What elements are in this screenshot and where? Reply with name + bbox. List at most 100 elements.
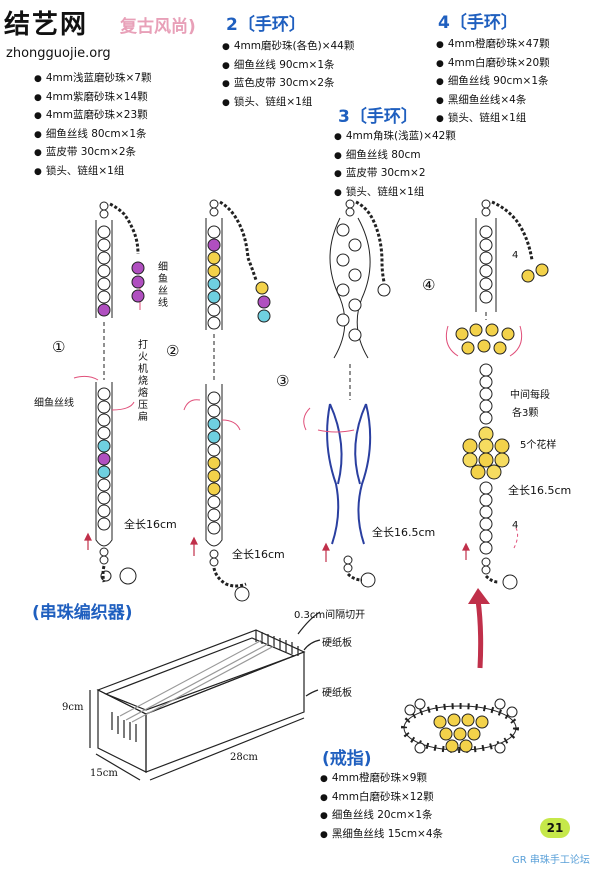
annotation-four-top: 4	[512, 250, 519, 261]
annotation-five-patterns: 5个花样	[520, 440, 557, 451]
annotation-four-bottom: 4	[512, 520, 519, 531]
bead	[414, 698, 426, 710]
section1-title: 复古风尚)	[120, 17, 196, 37]
length-label-4: 全长16.5cm	[508, 484, 572, 497]
list-item: 4mm浅蓝磨砂珠×7颗	[34, 70, 152, 89]
bead	[97, 225, 111, 239]
bead	[479, 411, 493, 425]
bead	[348, 268, 362, 282]
section3-title: 3〔手环〕	[338, 107, 418, 127]
list-item: 蓝色皮带 30cm×2条	[222, 75, 354, 94]
bead	[485, 323, 499, 337]
length-label-1: 全长16cm	[124, 518, 177, 531]
direction-arrows	[84, 532, 470, 562]
page-number-badge: 21	[540, 818, 570, 838]
bead	[479, 399, 493, 413]
section2-materials: 4mm磨砂珠(各色)×44颗 细鱼丝线 90cm×1条 蓝色皮带 30cm×2条…	[222, 38, 355, 112]
ring-illustration	[401, 703, 519, 753]
list-item: 细鱼丝线 20cm×1条	[320, 807, 443, 826]
dimension-height: 9cm	[62, 702, 84, 713]
bead	[97, 465, 111, 479]
bead	[207, 251, 221, 265]
bead	[521, 269, 535, 283]
list-item: 4mm白磨砂珠×20颗	[436, 55, 550, 74]
annotation-three-each: 各3颗	[512, 408, 539, 419]
bead	[97, 290, 111, 304]
bead	[207, 456, 221, 470]
bead	[462, 452, 478, 468]
bead	[207, 521, 221, 535]
bead	[479, 238, 493, 252]
bracelet-4-illustration	[445, 199, 534, 590]
step-number-2: ②	[166, 342, 180, 360]
bead	[461, 713, 475, 727]
bead	[479, 505, 493, 519]
section3-materials: 4mm角珠(浅蓝)×42颗 细鱼丝线 80cm 蓝皮带 30cm×2 锁头、链组…	[334, 128, 456, 202]
bead	[207, 417, 221, 431]
list-item: 蓝皮带 30cm×2	[334, 165, 456, 184]
annotation-lighter: 打火机烧熔压扁	[138, 340, 148, 423]
bead	[479, 225, 493, 239]
bead	[447, 713, 461, 727]
bead	[207, 469, 221, 483]
bead	[475, 715, 489, 729]
bead	[479, 387, 493, 401]
bead	[404, 704, 416, 716]
bead	[255, 281, 269, 295]
bracelet-3-illustration	[303, 199, 386, 588]
bead	[439, 727, 453, 741]
list-item: 4mm白磨砂珠×12颗	[320, 789, 443, 808]
bracelet-2-beads	[207, 225, 271, 535]
bead	[336, 283, 350, 297]
bead	[479, 251, 493, 265]
site-logo-text: 结艺网	[4, 10, 89, 40]
bead	[535, 263, 549, 277]
list-item: 4mm蓝磨砂珠×23颗	[34, 107, 151, 126]
bead	[97, 504, 111, 518]
bead	[506, 706, 518, 718]
bead	[494, 742, 506, 754]
bead-loom-illustration	[89, 611, 321, 781]
step-number-3: ③	[276, 372, 290, 390]
bead	[207, 495, 221, 509]
bead	[455, 327, 469, 341]
bead	[97, 478, 111, 492]
bead	[207, 391, 221, 405]
list-item: 4mm角珠(浅蓝)×42颗	[334, 128, 456, 147]
bead	[348, 328, 362, 342]
bead	[97, 251, 111, 265]
bead	[97, 387, 111, 401]
bead	[97, 238, 111, 252]
bead	[462, 438, 478, 454]
bead	[459, 739, 473, 753]
list-item: 细鱼丝线 80cm×1条	[34, 126, 151, 145]
section4-title: 4〔手环〕	[438, 13, 518, 33]
section2-title: 2〔手环〕	[226, 15, 306, 35]
bead	[479, 277, 493, 291]
annotation-board-1: 硬纸板	[322, 638, 352, 649]
bead	[131, 289, 145, 303]
bead	[97, 413, 111, 427]
bead	[207, 508, 221, 522]
bead	[97, 491, 111, 505]
forum-watermark: GR 串珠手工论坛	[512, 855, 590, 866]
bead	[494, 452, 510, 468]
bead	[414, 742, 426, 754]
bead	[336, 223, 350, 237]
bead	[494, 698, 506, 710]
bead	[207, 443, 221, 457]
list-item: 4mm紫磨砂珠×14颗	[34, 89, 151, 108]
bead	[479, 290, 493, 304]
bead	[97, 439, 111, 453]
bead	[97, 517, 111, 531]
section1-materials: 4mm浅蓝磨砂珠×7颗 4mm紫磨砂珠×14颗 4mm蓝磨砂珠×23颗 细鱼丝线…	[34, 70, 152, 181]
bead	[467, 727, 481, 741]
bead	[348, 238, 362, 252]
bead	[97, 277, 111, 291]
section4-materials: 4mm橙磨砂珠×47颗 4mm白磨砂珠×20颗 细鱼丝线 90cm×1条 黑细鱼…	[436, 36, 550, 129]
annotation-fishline-vertical: 细鱼丝线	[158, 262, 168, 309]
ring-title: (戒指)	[322, 749, 372, 769]
bead	[97, 303, 111, 317]
bead	[207, 277, 221, 291]
loom-title: (串珠编织器)	[32, 603, 133, 623]
